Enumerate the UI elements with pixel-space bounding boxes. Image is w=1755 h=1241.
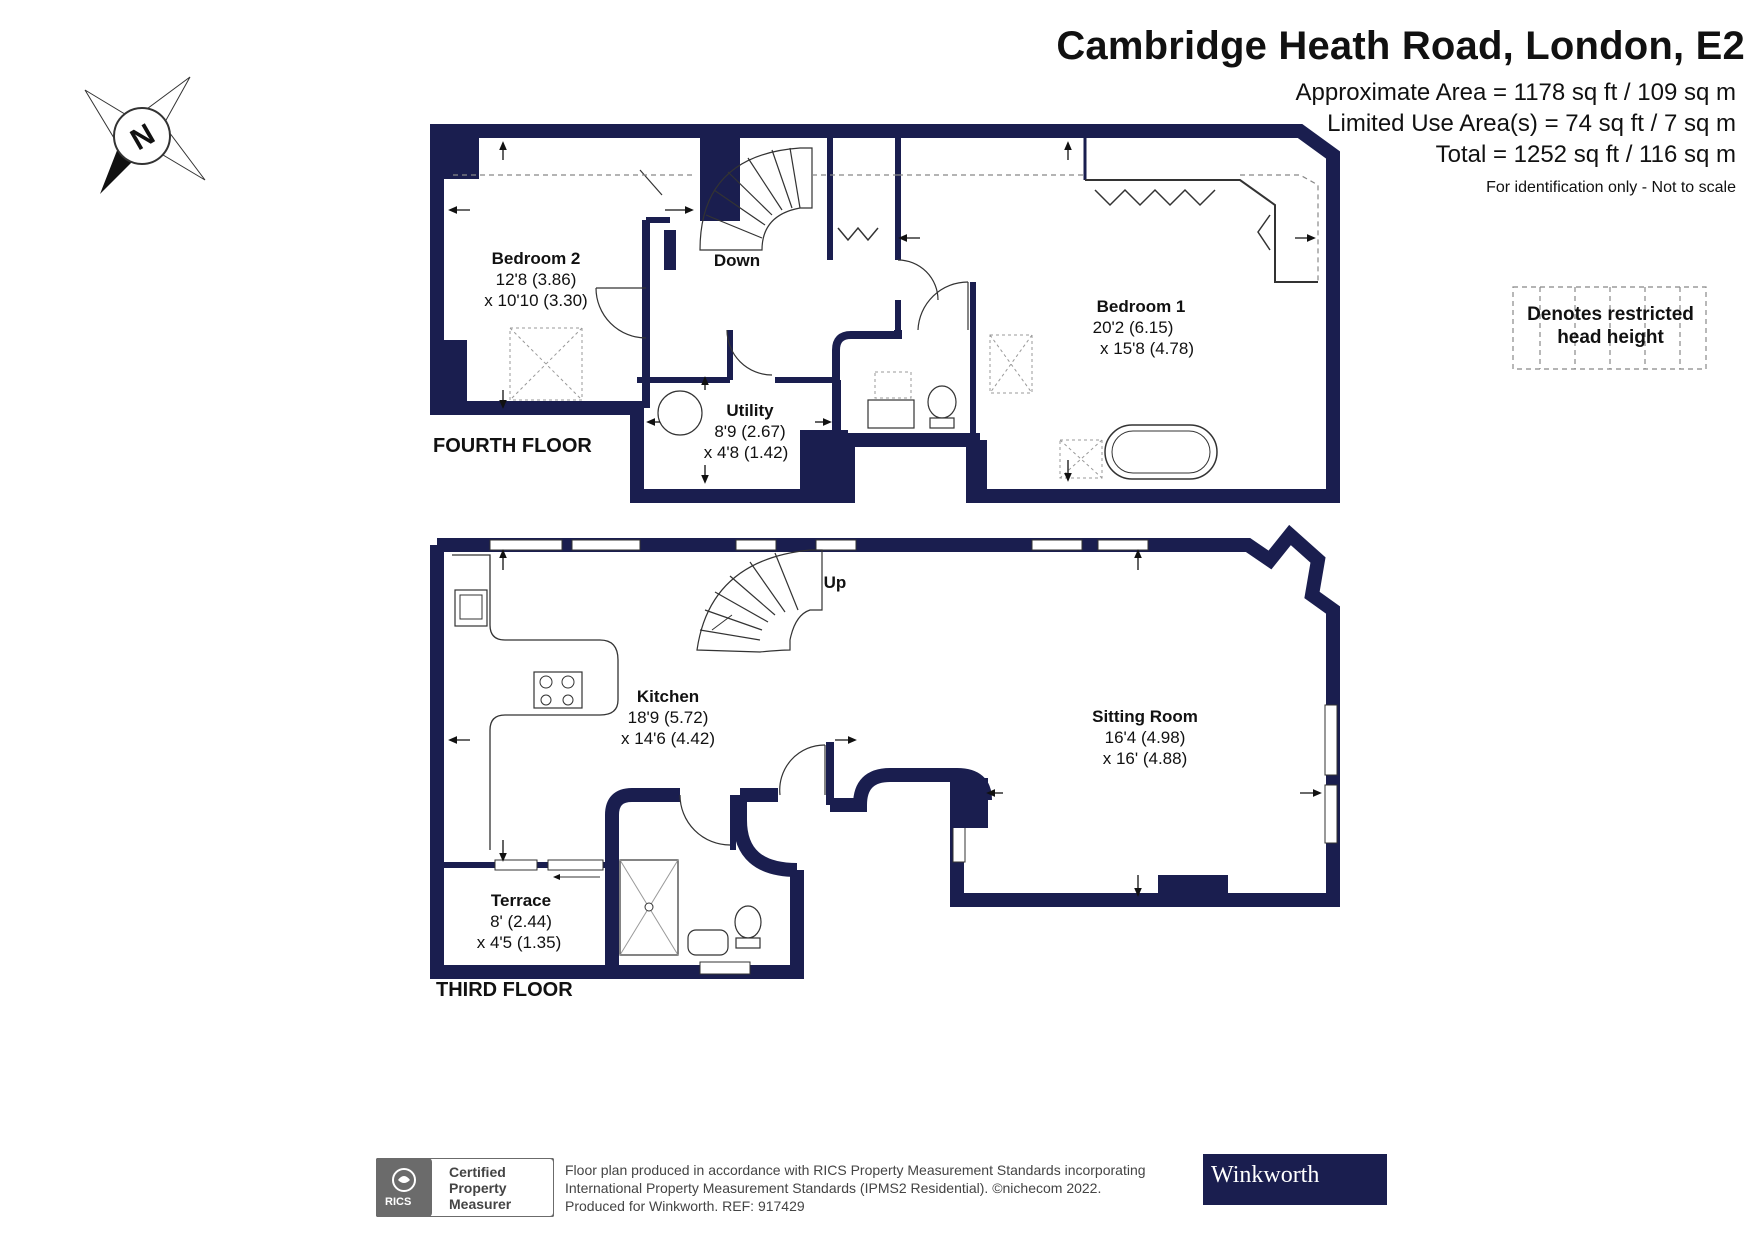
third-floor-plan (430, 524, 1340, 979)
room-dim-kitchen-2: x 14'6 (4.42) (621, 729, 715, 748)
footer-line-2: International Property Measurement Stand… (565, 1180, 1102, 1196)
room-name-bedroom-2: Bedroom 2 (492, 249, 581, 268)
footer-disclaimer: Floor plan produced in accordance with R… (565, 1161, 1205, 1215)
room-dim-bedroom-2-1: 12'8 (3.86) (496, 270, 577, 289)
rics-line-1: Certified (449, 1164, 506, 1180)
stairs-up-label: Up (824, 573, 847, 592)
brand-name: Winkworth (1211, 1162, 1320, 1188)
room-dim-sitting-room-1: 16'4 (4.98) (1105, 728, 1186, 747)
room-dim-bedroom-1-2: x 15'8 (4.78) (1100, 339, 1194, 358)
footer-line-1: Floor plan produced in accordance with R… (565, 1162, 1146, 1178)
room-dim-utility-1: 8'9 (2.67) (714, 422, 785, 441)
rics-line-2: Property (449, 1180, 507, 1196)
winkworth-logo: Winkworth (1203, 1154, 1387, 1205)
page-title: Cambridge Heath Road, London, E2 (1056, 24, 1745, 68)
stairs-down-label: Down (714, 251, 760, 270)
room-name-terrace: Terrace (491, 891, 551, 910)
restricted-height-legend-box (1512, 286, 1707, 370)
room-dim-bedroom-1-1: 20'2 (6.15) (1093, 318, 1174, 337)
room-name-kitchen: Kitchen (637, 687, 699, 706)
approximate-area: Approximate Area = 1178 sq ft / 109 sq m (1295, 79, 1736, 106)
legend-line-2: head height (1557, 327, 1664, 348)
total-area: Total = 1252 sq ft / 116 sq m (1435, 141, 1736, 168)
rics-logo-text: RICS (385, 1196, 412, 1208)
room-dim-bedroom-2-2: x 10'10 (3.30) (484, 291, 587, 310)
fourth-floor-plan (430, 124, 1340, 503)
rics-line-3: Measurer (449, 1196, 512, 1212)
legend-text: Denotes restricted head height (1513, 303, 1708, 349)
rics-certified-badge (376, 1158, 554, 1217)
fourth-floor-label: FOURTH FLOOR (433, 435, 592, 457)
identification-note: For identification only - Not to scale (1486, 179, 1736, 196)
room-dim-sitting-room-2: x 16' (4.88) (1103, 749, 1188, 768)
room-name-bedroom-1: Bedroom 1 (1097, 297, 1186, 316)
footer-line-3: Produced for Winkworth. REF: 917429 (565, 1198, 805, 1214)
legend-line-1: Denotes restricted (1527, 304, 1694, 325)
room-name-sitting-room: Sitting Room (1092, 707, 1198, 726)
compass-icon: N (84, 76, 206, 194)
room-dim-utility-2: x 4'8 (1.42) (704, 443, 789, 462)
room-name-utility: Utility (726, 401, 774, 420)
rics-certification-text: Certified Property Measurer (449, 1164, 511, 1212)
limited-use-area: Limited Use Area(s) = 74 sq ft / 7 sq m (1327, 110, 1736, 137)
room-dim-kitchen-1: 18'9 (5.72) (628, 708, 709, 727)
room-dim-terrace-2: x 4'5 (1.35) (477, 933, 562, 952)
room-dim-terrace-1: 8' (2.44) (490, 912, 552, 931)
third-floor-label: THIRD FLOOR (436, 979, 573, 1001)
